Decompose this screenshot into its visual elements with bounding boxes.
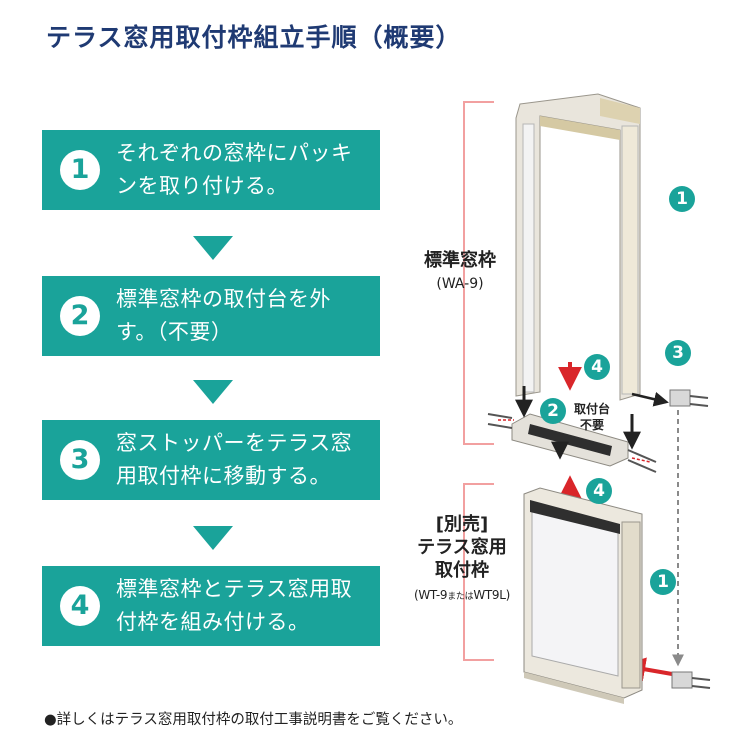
terrace-frame-label-2: 取付枠: [435, 560, 489, 581]
marker-1-icon: 1: [669, 186, 695, 212]
step-3: 3 窓ストッパーをテラス窓用取付枠に移動する。: [42, 420, 380, 500]
terrace-frame-bracket: [463, 483, 494, 661]
model-b: WT9L): [473, 588, 511, 602]
marker-3-icon: 3: [665, 340, 691, 366]
mount-label-1: 取付台: [573, 402, 610, 416]
terrace-window-frame: [523, 487, 643, 704]
down-arrow-icon: [193, 526, 233, 550]
terrace-frame-label-1: テラス窓用: [417, 537, 507, 558]
marker-1-icon: 1: [650, 569, 676, 595]
window-stopper-bottom: [671, 671, 711, 689]
step-1: 1 それぞれの窓枠にパッキンを取り付ける。: [42, 130, 380, 210]
step-number: 1: [60, 150, 100, 190]
down-arrow-icon: [193, 380, 233, 404]
step-text: 窓ストッパーをテラス窓用取付枠に移動する。: [116, 431, 353, 488]
marker-2-icon: 2: [540, 398, 566, 424]
step-2: 2 標準窓枠の取付台を外す。（不要）: [42, 276, 380, 356]
mount-label-2: 不要: [579, 418, 604, 432]
step-text: それぞれの窓枠にパッキンを取り付ける。: [116, 141, 353, 198]
marker-4-icon: 4: [586, 478, 612, 504]
step-text: 標準窓枠とテラス窓用取付枠を組み付ける。: [116, 577, 353, 634]
down-arrow-icon: [193, 236, 233, 260]
window-stopper-top: [669, 389, 709, 407]
page-title: テラス窓用取付枠組立手順（概要）: [46, 23, 462, 52]
step-number: 4: [60, 586, 100, 626]
marker-4-icon: 4: [584, 354, 610, 380]
terrace-frame-bracket-label: [別売]: [435, 514, 489, 535]
step-number: 3: [60, 440, 100, 480]
terrace-frame-model: (WT-9またはWT9L): [392, 588, 532, 602]
standard-frame-bracket: [463, 101, 494, 445]
footnote: ●詳しくはテラス窓用取付枠の取付工事説明書をご覧ください。: [44, 712, 463, 728]
step-number: 2: [60, 296, 100, 336]
standard-frame-model: (WA-9): [436, 276, 484, 292]
model-a: (WT-9: [413, 588, 448, 602]
standard-frame-label: 標準窓枠: [424, 250, 496, 271]
step-text: 標準窓枠の取付台を外す。（不要）: [116, 287, 331, 344]
standard-window-frame: [515, 93, 641, 401]
model-or: または: [447, 592, 474, 602]
step-4: 4 標準窓枠とテラス窓用取付枠を組み付ける。: [42, 566, 380, 646]
